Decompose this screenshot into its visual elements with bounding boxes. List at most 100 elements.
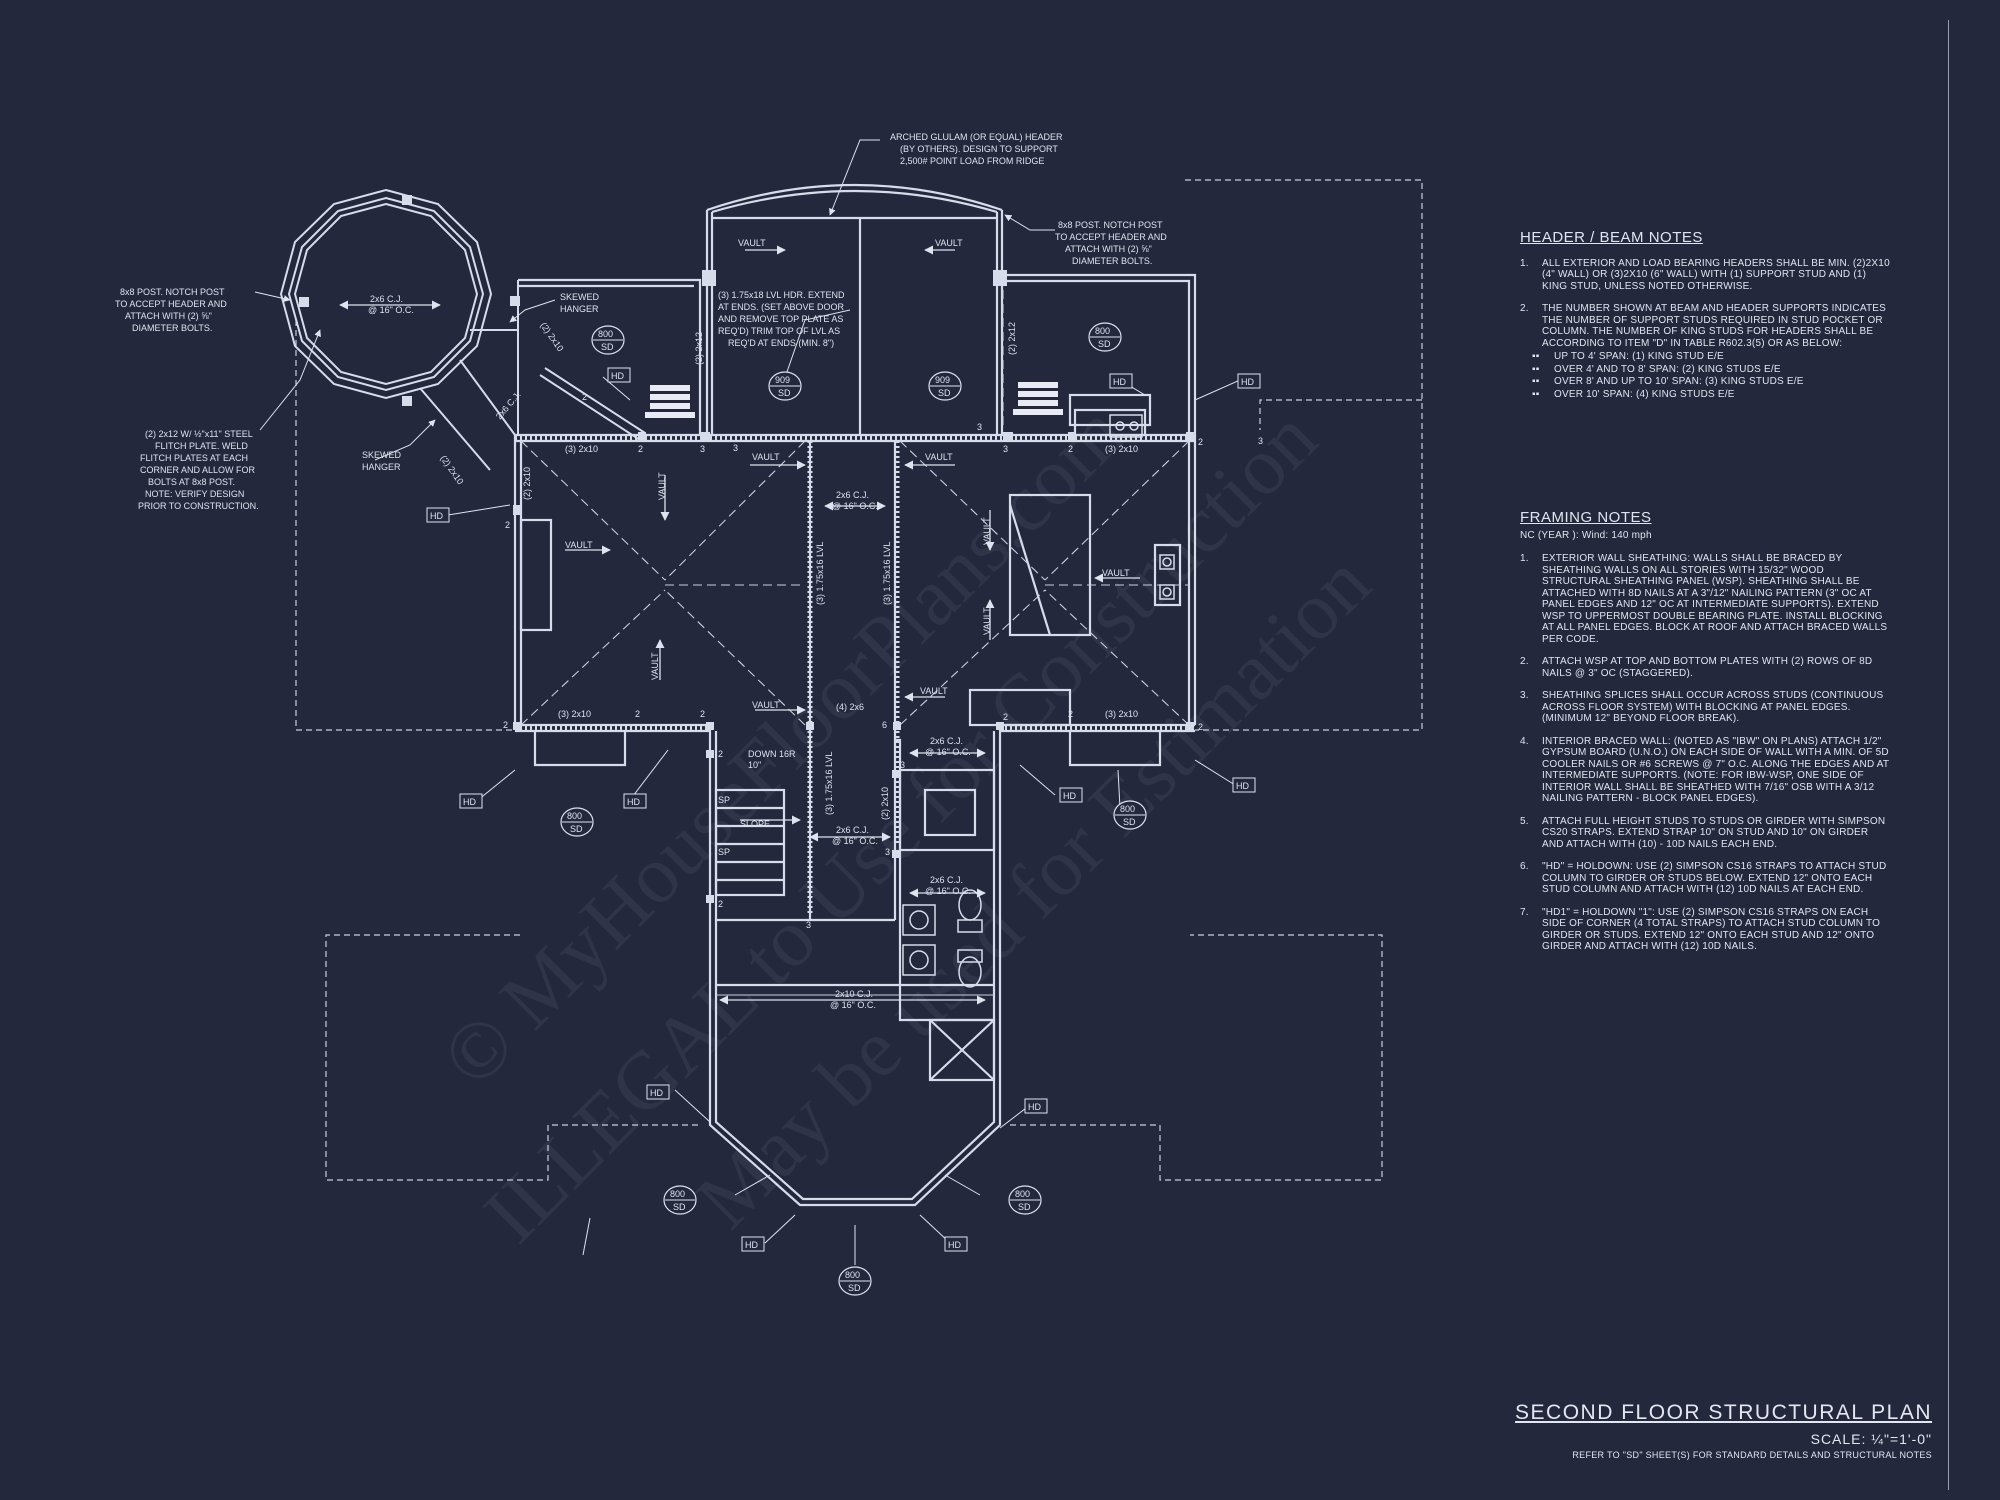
callout-flitch-plate: (2) 2x12 W/ ½"x11" STEEL FLITCH PLATE. W… — [138, 429, 259, 511]
walls — [513, 183, 1197, 1207]
stud-count: 2 — [635, 709, 640, 719]
vault-label: VAULT — [738, 238, 766, 248]
svg-text:ATTACH WITH (2) ⅝": ATTACH WITH (2) ⅝" — [125, 311, 212, 321]
svg-text:8x8 POST. NOTCH POST: 8x8 POST. NOTCH POST — [120, 287, 225, 297]
header-label: (2) 2x10 — [438, 453, 465, 486]
stud-count: 3 — [1003, 444, 1008, 454]
callout-skewed-hanger-1: SKEWED HANGER — [560, 292, 600, 314]
holdown-tags — [426, 367, 1261, 1252]
svg-text:TO ACCEPT HEADER AND: TO ACCEPT HEADER AND — [1055, 232, 1167, 242]
header-label: (2) 2x12 — [694, 332, 704, 365]
stud-count: 3 — [700, 444, 705, 454]
svg-text:FLITCH PLATES AT EACH: FLITCH PLATES AT EACH — [140, 453, 248, 463]
callout-lvl-header: (3) 1.75x18 LVL HDR. EXTEND AT ENDS. (SE… — [718, 290, 845, 348]
stud-count: 2 — [718, 899, 723, 909]
fireplace-symbols — [645, 382, 1063, 418]
svg-text:SKEWED: SKEWED — [362, 450, 402, 460]
lvl-label: (3) 1.75x16 LVL — [815, 542, 825, 605]
svg-text:REQ'D) TRIM TOP OF LVL AS: REQ'D) TRIM TOP OF LVL AS — [718, 326, 840, 336]
cj-label: 2x6 C.J. — [930, 736, 963, 746]
detail-number: 909 — [935, 375, 950, 385]
hd-tag: HD — [1063, 791, 1076, 801]
stair-dim: 10" — [748, 760, 761, 770]
vault-label: VAULT — [935, 238, 963, 248]
hd-tag: HD — [650, 1088, 663, 1098]
header-label: (2) 2x10 — [538, 320, 565, 353]
stud-count: 3 — [885, 847, 890, 857]
callout-post-left: 8x8 POST. NOTCH POST TO ACCEPT HEADER AN… — [115, 287, 227, 333]
detail-number: 800 — [598, 329, 613, 339]
sheet-scale: SCALE: ¼"=1'-0" — [1810, 1431, 1932, 1447]
hd-tag: HD — [430, 511, 443, 521]
cj-spacing: @ 16" O.C. — [925, 747, 971, 757]
stud-count: 3 — [733, 443, 738, 453]
sheet-title: SECOND FLOOR STRUCTURAL PLAN — [1515, 1401, 1932, 1424]
note-item: 1.ALL EXTERIOR AND LOAD BEARING HEADERS … — [1520, 257, 1890, 292]
note-item: 4.INTERIOR BRACED WALL: (NOTED AS "IBW" … — [1520, 735, 1890, 805]
stud-count: 2 — [1068, 709, 1073, 719]
stair-sp: SP — [718, 847, 730, 857]
svg-text:NOTE: VERIFY DESIGN: NOTE: VERIFY DESIGN — [145, 489, 244, 499]
stud-count: 3 — [977, 422, 982, 432]
cj-spacing: @ 16" O.C. — [830, 1000, 876, 1010]
cj-spacing: @ 16" O.C. — [832, 836, 878, 846]
stud-count: 2 — [700, 709, 705, 719]
roof-outline-dashed — [295, 179, 1423, 1181]
stud-count: 2 — [1003, 712, 1008, 722]
svg-text:(2) 2x12 W/ ½"x11" STEEL: (2) 2x12 W/ ½"x11" STEEL — [145, 429, 253, 439]
svg-text:(BY OTHERS). DESIGN TO SUPPORT: (BY OTHERS). DESIGN TO SUPPORT — [900, 144, 1058, 154]
vault-label: VAULT — [565, 540, 593, 550]
detail-sheet: SD — [1123, 817, 1136, 827]
svg-text:DIAMETER BOLTS.: DIAMETER BOLTS. — [132, 323, 212, 333]
detail-number: 800 — [1015, 1189, 1030, 1199]
note-item: 3.SHEATHING SPLICES SHALL OCCUR ACROSS S… — [1520, 690, 1884, 724]
posts — [299, 195, 1194, 903]
notes-heading: FRAMING NOTES — [1520, 509, 1652, 526]
header-label: (3) 2x10 — [558, 709, 591, 719]
svg-text:ATTACH WITH (2) ⅝": ATTACH WITH (2) ⅝" — [1065, 244, 1152, 254]
lvl-label: (3) 1.75x16 LVL — [824, 752, 834, 815]
vault-label: VAULT — [752, 700, 780, 710]
svg-text:HANGER: HANGER — [560, 304, 599, 314]
header-label: (3) 2x10 — [1105, 709, 1138, 719]
detail-sheet: SD — [848, 1283, 861, 1293]
detail-number: 800 — [1095, 326, 1110, 336]
stud-count: 2 — [582, 392, 587, 402]
svg-text:BOLTS AT 8x8 POST.: BOLTS AT 8x8 POST. — [148, 477, 235, 487]
vault-label: VAULT — [752, 452, 780, 462]
header-label: (2) 2x10 — [522, 467, 532, 500]
svg-text:PRIOR TO CONSTRUCTION.: PRIOR TO CONSTRUCTION. — [138, 501, 259, 511]
stud-count: 6 — [882, 720, 887, 730]
slope-label: SLOPE — [740, 819, 770, 829]
hd-tag: HD — [1241, 377, 1254, 387]
stud-count: 2 — [505, 520, 510, 530]
octagon-tower — [279, 188, 646, 471]
detail-sheet: SD — [778, 388, 791, 398]
vault-label: VAULT — [1102, 568, 1130, 578]
detail-number: 909 — [775, 375, 790, 385]
cj-label: 2x6 C.J. — [930, 875, 963, 885]
detail-sheet: SD — [938, 388, 951, 398]
svg-text:2,500# POINT LOAD FROM RIDGE: 2,500# POINT LOAD FROM RIDGE — [900, 156, 1044, 166]
hd-tag: HD — [463, 797, 476, 807]
detail-number: 800 — [1120, 804, 1135, 814]
svg-text:SKEWED: SKEWED — [560, 292, 600, 302]
detail-sheet: SD — [601, 342, 614, 352]
stud-count: 2 — [718, 749, 723, 759]
detail-bubble-dividers — [562, 336, 1145, 1282]
hd-tag: HD — [745, 1240, 758, 1250]
cj-spacing: @ 16" O.C. — [832, 501, 878, 511]
stud-count: 2 — [1198, 722, 1203, 732]
vault-label: VAULT — [920, 686, 948, 696]
note-item: 1.EXTERIOR WALL SHEATHING: WALLS SHALL B… — [1520, 553, 1888, 645]
title-block: SECOND FLOOR STRUCTURAL PLAN SCALE: ¼"=1… — [1515, 1401, 1932, 1460]
stud-count: 2 — [503, 720, 508, 730]
callout-arched-header: ARCHED GLULAM (OR EQUAL) HEADER (BY OTHE… — [890, 132, 1063, 166]
detail-sheet: SD — [570, 824, 583, 834]
hd-tag: HD — [1236, 781, 1249, 791]
note-item: 2.ATTACH WSP AT TOP AND BOTTOM PLATES WI… — [1520, 656, 1873, 679]
header-label: (3) 2x10 — [1105, 444, 1138, 454]
stair-sp: SP — [718, 795, 730, 805]
stud-count: 2 — [1068, 444, 1073, 454]
cj-label: 2x6 C.J. — [370, 294, 403, 304]
